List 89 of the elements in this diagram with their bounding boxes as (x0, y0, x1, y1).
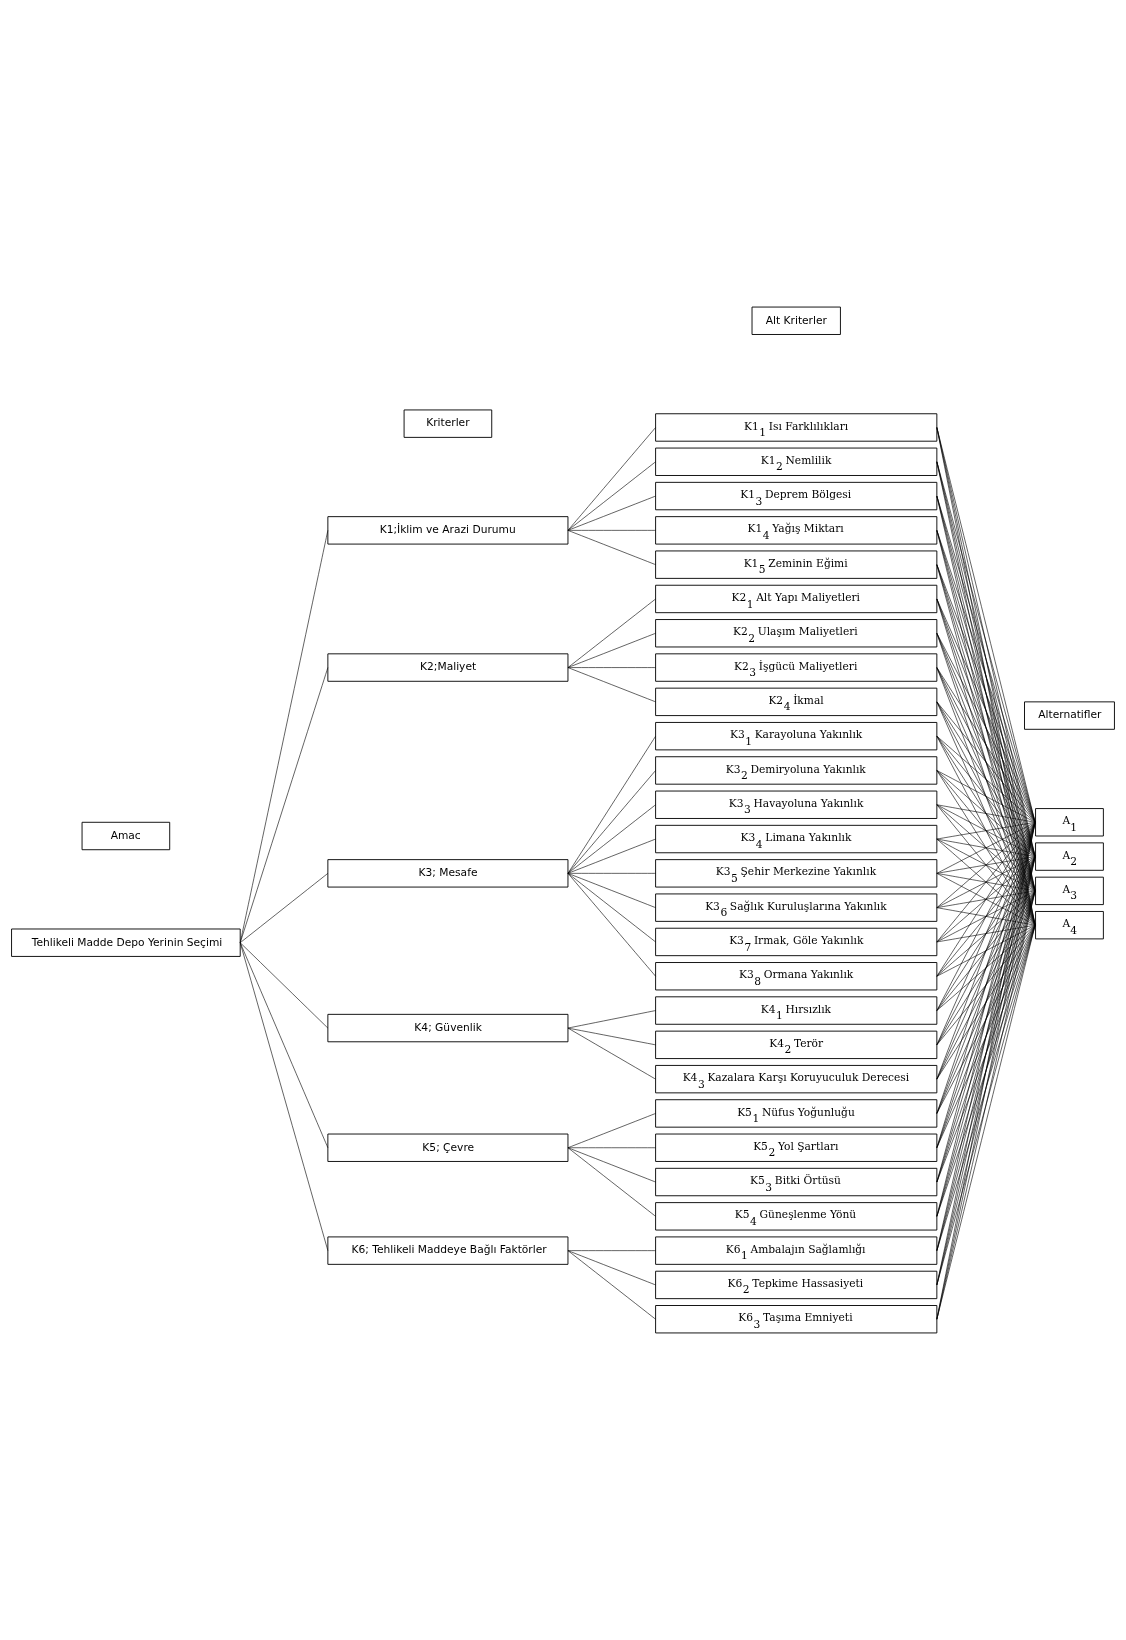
connector (936, 856, 1036, 908)
node-box: K2;Maliyet (327, 653, 569, 682)
node-box: K4; Güvenlik (327, 1013, 569, 1043)
connector (239, 942, 329, 1029)
connector (936, 890, 1036, 1046)
connector (567, 461, 656, 531)
connector (936, 924, 1036, 1114)
node-box: K3; Mesafe (327, 859, 569, 888)
node-box: K5; Çevre (327, 1133, 569, 1162)
node-box: Alt Kriterler (751, 306, 841, 335)
connector (936, 924, 1036, 1080)
connector (936, 856, 1036, 943)
connector (936, 822, 1036, 840)
connector (936, 838, 1036, 857)
node-box: Tehlikeli Madde Depo Yerinin Seçimi (11, 928, 241, 957)
connector (936, 890, 1036, 977)
connector (567, 1250, 656, 1320)
connector (239, 667, 329, 943)
connector (567, 495, 656, 531)
connector (567, 770, 656, 874)
connector (567, 632, 656, 668)
connector (936, 804, 1036, 926)
connector (936, 856, 1036, 1011)
connector (567, 427, 656, 531)
connector (936, 822, 1036, 1011)
connector (936, 735, 1036, 926)
connector (936, 856, 1036, 977)
connector (936, 822, 1036, 943)
node-box: K6; Tehlikeli Maddeye Bağlı Faktörler (327, 1236, 569, 1265)
connector (567, 598, 656, 668)
connector (936, 924, 1036, 1046)
connector (936, 770, 1036, 823)
connector (239, 873, 329, 943)
connector (567, 1250, 656, 1251)
connector (567, 1250, 656, 1286)
connector (936, 924, 1036, 1011)
connector (936, 701, 1036, 823)
connector (936, 890, 1036, 943)
connector (567, 1027, 656, 1046)
node-box: K1;İklim ve Arazi Durumu (327, 516, 569, 545)
connector (239, 530, 329, 943)
connector (936, 735, 1036, 892)
connector (936, 735, 1036, 823)
node-box: Amac (81, 821, 171, 851)
connector (936, 838, 1036, 926)
connector (567, 873, 656, 943)
connector (936, 907, 1036, 926)
connector (567, 804, 656, 874)
connector (567, 530, 656, 531)
connector (936, 873, 1036, 926)
connector (936, 804, 1036, 892)
connector (936, 924, 1036, 943)
connector (567, 667, 656, 668)
connector (936, 856, 1036, 874)
connector (567, 1147, 656, 1149)
connector (567, 1113, 656, 1149)
connector (936, 770, 1036, 892)
connector (936, 856, 1036, 1046)
connector (567, 873, 656, 874)
connector (936, 770, 1036, 857)
connector (936, 873, 1036, 892)
connector (567, 1147, 656, 1217)
connector (936, 838, 1036, 892)
connector (936, 701, 1036, 892)
connector (936, 890, 1036, 1011)
connector (239, 942, 329, 1251)
connector (936, 822, 1036, 977)
connector (936, 890, 1036, 1080)
connector (936, 822, 1036, 908)
connector (567, 667, 656, 703)
connector (936, 804, 1036, 857)
connector (936, 804, 1036, 823)
connector (936, 924, 1036, 977)
connector (936, 701, 1036, 857)
node-box: Kriterler (403, 409, 493, 438)
connector (567, 1147, 656, 1183)
node-box: Alternatifler (1024, 701, 1115, 730)
connector (936, 735, 1036, 857)
connector (567, 1010, 656, 1029)
connector (567, 873, 656, 977)
connector (567, 873, 656, 908)
connector (239, 942, 329, 1149)
connector (936, 667, 1036, 857)
connector (936, 822, 1036, 874)
connector (567, 735, 656, 874)
connector (936, 770, 1036, 926)
connector (567, 838, 656, 874)
connector (567, 530, 656, 565)
connector (567, 1027, 656, 1080)
